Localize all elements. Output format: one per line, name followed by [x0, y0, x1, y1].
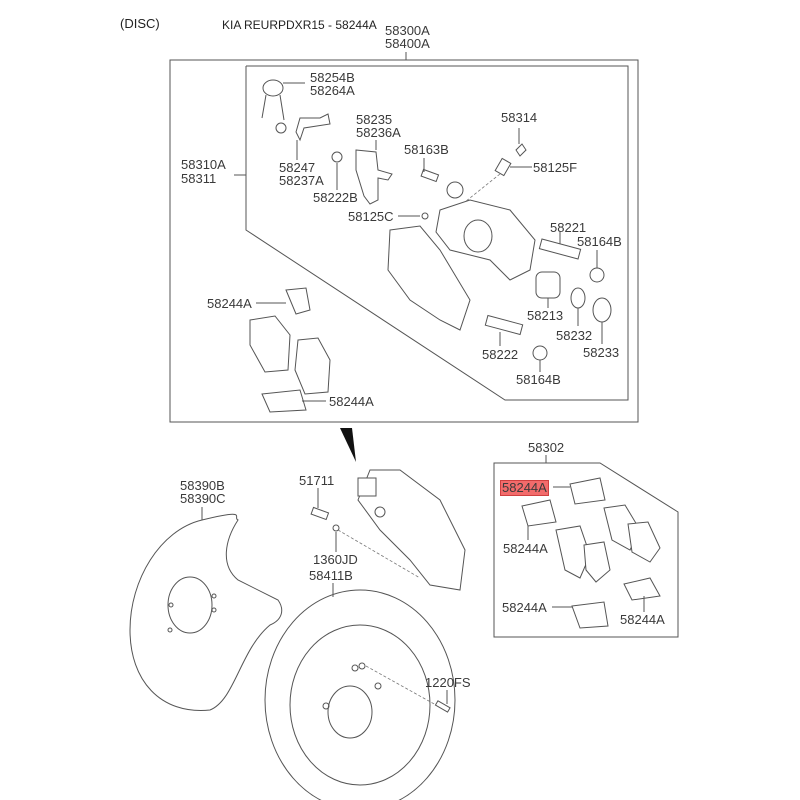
label-58233[interactable]: 58233: [583, 345, 620, 360]
caliper-body-part: [435, 181, 536, 281]
label-1360JD[interactable]: 1360JD: [313, 552, 358, 567]
clip-lower-part: [261, 389, 307, 413]
label-58164B-lower[interactable]: 58164B: [516, 372, 561, 387]
piston-boot-part: [592, 297, 612, 323]
label-58314[interactable]: 58314: [501, 110, 538, 125]
label-58311[interactable]: 58311: [181, 171, 217, 186]
label-58163B[interactable]: 58163B: [404, 142, 449, 157]
assembled-caliper: [357, 469, 466, 591]
screw-part: [434, 700, 451, 713]
label-58222B[interactable]: 58222B: [313, 190, 358, 205]
kit-clip-4: [571, 601, 609, 629]
label-58390B[interactable]: 58390B: [180, 478, 225, 493]
lever-part: [295, 113, 331, 142]
label-58244A-highlighted[interactable]: 58244A: [500, 480, 549, 496]
bleeder-small-part: [421, 212, 429, 220]
caliper-body-frame: [245, 65, 629, 401]
boot-lower-part: [532, 345, 548, 361]
mount-bolt-part: [310, 506, 330, 521]
arrow-pointer: [340, 428, 356, 462]
label-58264A[interactable]: 58264A: [310, 83, 355, 98]
kit-pad-2: [583, 541, 611, 583]
label-58244A-upper[interactable]: 58244A: [207, 296, 252, 311]
piston-part: [535, 271, 561, 299]
kit-clip-2: [521, 499, 557, 527]
label-58221[interactable]: 58221: [550, 220, 587, 235]
bleeder-part: [494, 157, 512, 177]
clip-upper-part: [285, 287, 311, 315]
cap-part: [515, 143, 527, 157]
page-title: KIA REURPDXR15 - 58244A: [222, 18, 377, 32]
label-58300A[interactable]: 58300A: [385, 23, 430, 38]
guide-pin-lower: [484, 314, 524, 336]
label-58164B-upper[interactable]: 58164B: [577, 234, 622, 249]
bolt-part: [420, 168, 440, 183]
section-label: (DISC): [120, 16, 160, 31]
brake-disc-part: [264, 589, 456, 800]
bracket-part: [355, 149, 393, 205]
seal-part: [570, 287, 586, 309]
pad-inner-part: [249, 315, 291, 373]
label-58244A-kit-bottom-left[interactable]: 58244A: [502, 600, 547, 615]
label-58310A[interactable]: 58310A: [181, 157, 226, 172]
pad-kit-frame: [493, 462, 679, 638]
label-58213[interactable]: 58213: [527, 308, 564, 323]
washer-1360-part: [332, 524, 340, 532]
dust-shield-part: [129, 513, 283, 711]
boot-upper-part: [589, 267, 605, 283]
label-58244A-lower[interactable]: 58244A: [329, 394, 374, 409]
spring-part: [261, 79, 305, 121]
label-58254B[interactable]: 58254B: [310, 70, 355, 85]
label-58236A[interactable]: 58236A: [356, 125, 401, 140]
label-58125C[interactable]: 58125C: [348, 209, 394, 224]
washer-part: [275, 122, 287, 134]
label-58400A[interactable]: 58400A: [385, 36, 430, 51]
label-58411B[interactable]: 58411B: [309, 568, 353, 583]
label-58222[interactable]: 58222: [482, 347, 519, 362]
kit-clip-3: [623, 577, 661, 601]
label-58247[interactable]: 58247: [279, 160, 316, 175]
label-58237A[interactable]: 58237A: [279, 173, 324, 188]
label-51711[interactable]: 51711: [299, 473, 335, 488]
caliper-assembly-frame: [169, 59, 639, 423]
pad-outer-part: [294, 337, 331, 395]
label-58235[interactable]: 58235: [356, 112, 393, 127]
label-58244A-kit-left[interactable]: 58244A: [503, 541, 548, 556]
guide-pin-upper: [538, 238, 582, 260]
kit-pad-1: [555, 525, 591, 579]
label-58125F[interactable]: 58125F: [533, 160, 578, 175]
label-58302[interactable]: 58302: [528, 440, 565, 455]
kit-pad-4: [627, 521, 661, 563]
carrier-part: [387, 225, 471, 331]
nut-part: [331, 151, 343, 163]
label-58244A-kit-bottom-right[interactable]: 58244A: [620, 612, 665, 627]
label-58390C[interactable]: 58390C: [180, 491, 226, 506]
label-58232[interactable]: 58232: [556, 328, 593, 343]
kit-clip-1: [569, 477, 606, 505]
label-1220FS[interactable]: 1220FS: [425, 675, 471, 690]
